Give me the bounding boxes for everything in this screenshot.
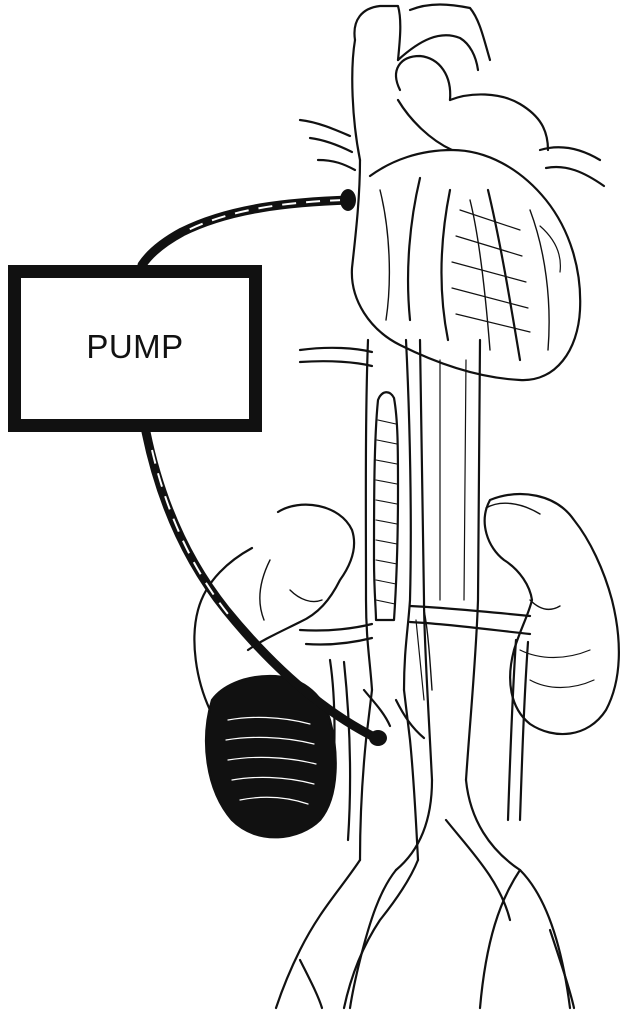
tumor-thrombus xyxy=(374,392,398,620)
great-vessels xyxy=(300,5,604,187)
pump-label: PUMP xyxy=(86,328,183,366)
pump-box: PUMP xyxy=(8,265,262,432)
bypass-cannula-inflow xyxy=(142,189,356,265)
renal-vessels xyxy=(300,606,530,700)
heart xyxy=(352,100,580,380)
aorta xyxy=(420,340,480,780)
vena-cava xyxy=(360,340,418,860)
adrenal-vessels xyxy=(300,348,424,738)
right-kidney xyxy=(485,494,619,820)
